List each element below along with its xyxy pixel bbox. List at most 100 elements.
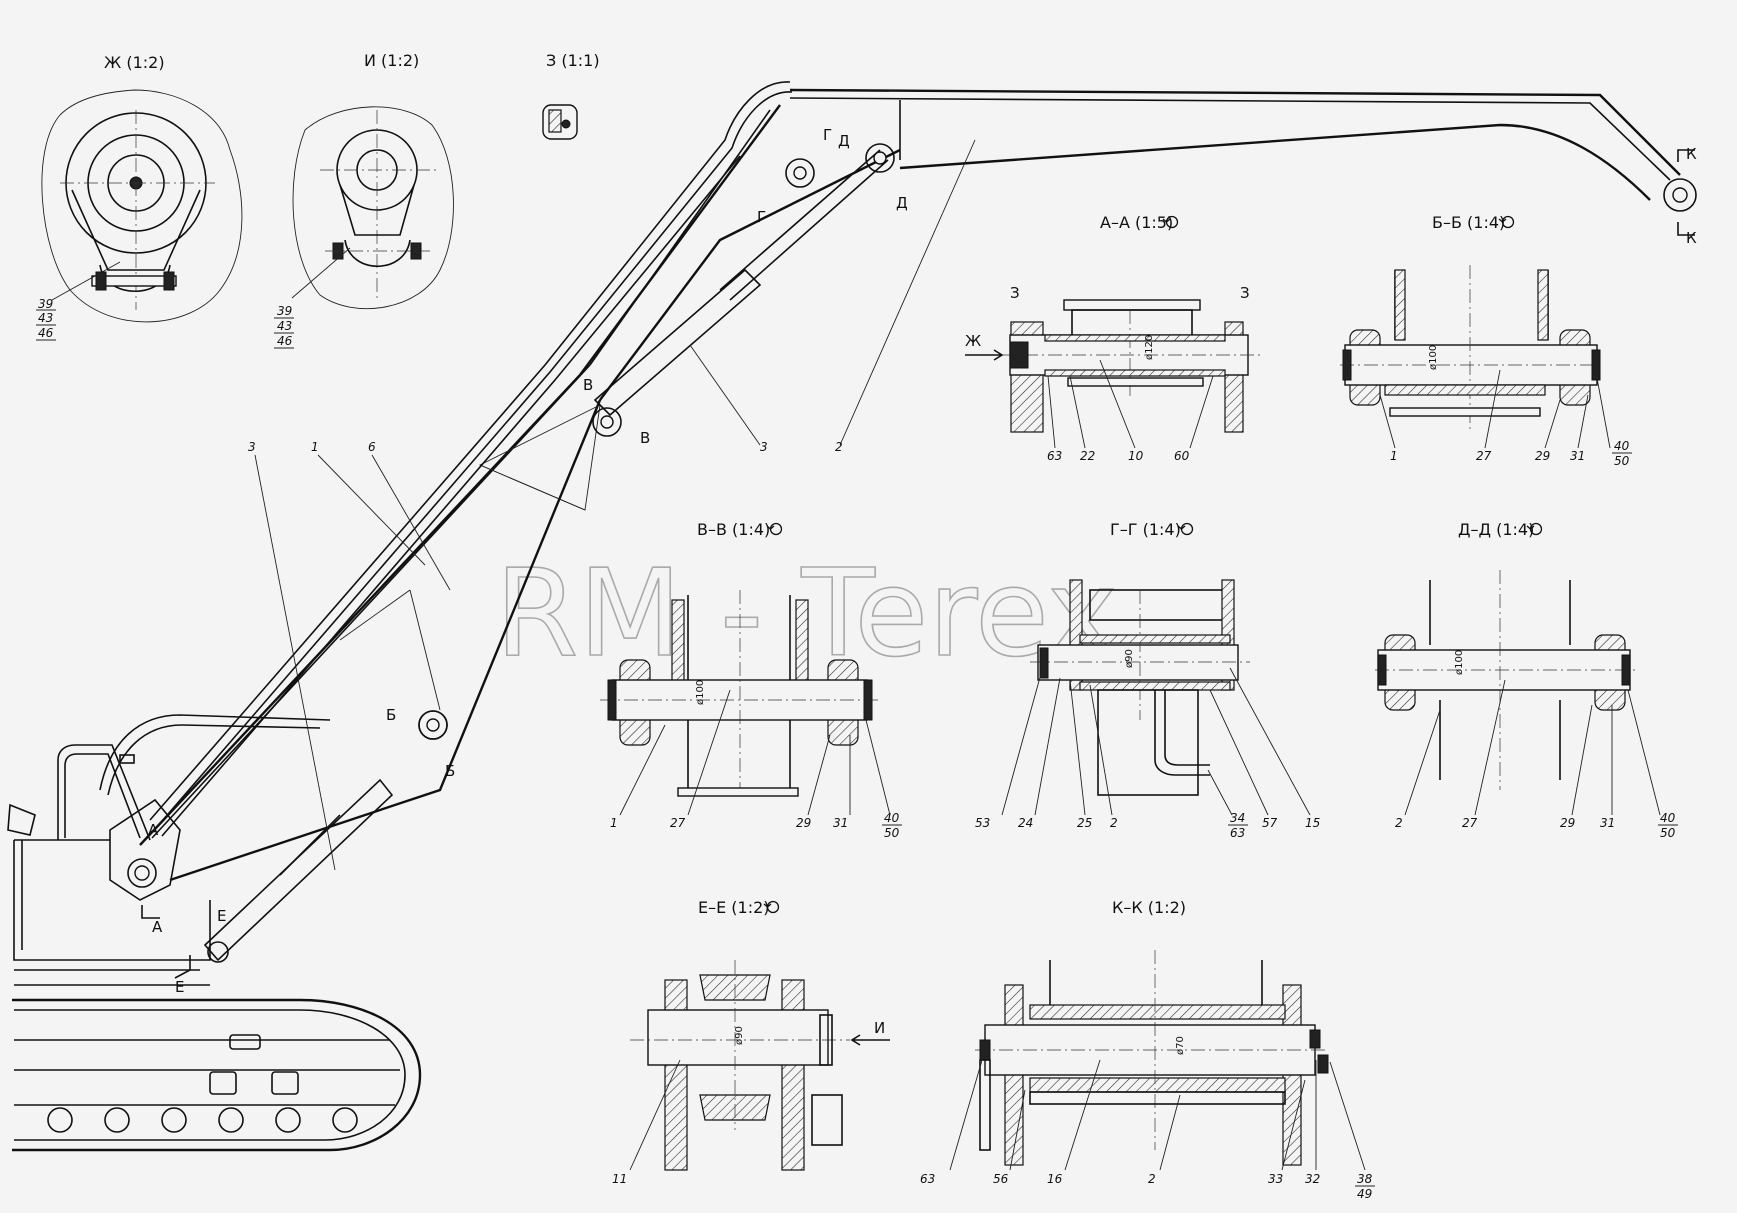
callout: 31	[1570, 449, 1585, 463]
callout: 11	[612, 1172, 627, 1186]
callout: 40	[1660, 811, 1676, 825]
callout: 27	[1462, 816, 1478, 830]
callout: 40	[884, 811, 900, 825]
callouts-vv: 1 27 29 31 40 50	[610, 811, 902, 840]
callout: 31	[1600, 816, 1615, 830]
callout: 16	[1047, 1172, 1063, 1186]
callout: 24	[1018, 816, 1033, 830]
callout: 33	[1268, 1172, 1283, 1186]
view-title-i: И (1:2)	[364, 51, 419, 70]
section-mark-e: Е	[175, 978, 184, 996]
callouts-i: 39 43 46	[274, 304, 294, 349]
view-title-vv: В–В (1:4)	[697, 520, 770, 539]
section-mark-v: В	[640, 429, 650, 447]
view-kk: К–К (1:2) ø70 63 56 16 2 33 32 38 49	[920, 898, 1375, 1201]
callout: 50	[884, 826, 900, 840]
dim-vv: ø100	[695, 680, 706, 705]
callout: 1	[311, 440, 319, 454]
callout: 10	[1128, 449, 1144, 463]
section-marks-main: А А Е Е Б Б В В Г Г Д Д К К	[141, 126, 1697, 996]
section-mark-zh: Ж	[965, 332, 981, 350]
section-mark-k: К	[1686, 145, 1697, 163]
section-mark-e: Е	[217, 907, 226, 925]
callout: 39	[38, 297, 53, 311]
section-mark-a: А	[152, 918, 163, 936]
section-mark-g: Г	[823, 126, 832, 144]
view-title-zh: Ж (1:2)	[104, 53, 165, 72]
callout: 31	[833, 816, 848, 830]
callout: 1	[610, 816, 618, 830]
callout: 43	[277, 319, 292, 333]
callout: 6	[368, 440, 376, 454]
callout: 43	[38, 311, 53, 325]
view-title-ee: Е–Е (1:2)	[698, 898, 770, 917]
section-mark-z: З	[1240, 284, 1250, 302]
dim-bb: ø100	[1428, 345, 1439, 370]
callout: 60	[1174, 449, 1190, 463]
view-bb: Б–Б (1:4) ø100 1 27 29 31 40 50	[1340, 213, 1632, 468]
view-title-dd: Д–Д (1:4)	[1458, 520, 1534, 539]
callout: 2	[835, 440, 843, 454]
callout: 38	[1357, 1172, 1373, 1186]
callout: 15	[1305, 816, 1320, 830]
callouts-dd: 2 27 29 31 40 50	[1395, 811, 1678, 840]
section-mark-g: Г	[757, 208, 766, 226]
view-title-z: З (1:1)	[546, 51, 600, 70]
callouts-kk: 63 56 16 2 33 32 38 49	[920, 1172, 1375, 1201]
callout: 63	[920, 1172, 935, 1186]
section-mark-d: Д	[896, 194, 908, 212]
section-mark-a: А	[148, 821, 159, 839]
view-title-gg: Г–Г (1:4)	[1110, 520, 1181, 539]
view-dd: Д–Д (1:4) ø100 2 27 29 31 40 50	[1375, 520, 1678, 840]
callout: 56	[993, 1172, 1009, 1186]
callout: 46	[277, 334, 293, 348]
callout: 1	[1390, 449, 1398, 463]
callout: 63	[1047, 449, 1062, 463]
view-title-aa: А–А (1:5)	[1100, 213, 1173, 232]
dim-ee: ø90	[734, 1026, 745, 1045]
section-mark-k: К	[1686, 229, 1697, 247]
callout: 50	[1614, 454, 1630, 468]
callout: 27	[670, 816, 686, 830]
callout: 34	[1230, 811, 1245, 825]
callouts-bb: 1 27 29 31 40 50	[1390, 439, 1632, 468]
callout: 22	[1080, 449, 1095, 463]
callout: 32	[1305, 1172, 1320, 1186]
view-i: И (1:2) 39 43 46	[274, 51, 454, 349]
callout: 2	[1110, 816, 1118, 830]
view-title-bb: Б–Б (1:4)	[1432, 213, 1505, 232]
callout: 40	[1614, 439, 1630, 453]
callouts-aa: 63 22 10 60	[1047, 449, 1190, 463]
callouts-ee: 11	[612, 1172, 627, 1186]
view-vv: В–В (1:4) ø100 1 27 29 31 40 50	[600, 520, 902, 840]
machine-side-view: 3 1 6 3 2 А А Е Е Б Б В В Г Г Д Д К К	[7, 81, 1697, 1152]
dim-aa: ø120	[1144, 335, 1155, 360]
section-mark-z: З	[1010, 284, 1020, 302]
section-mark-b: Б	[445, 762, 455, 780]
section-mark-b: Б	[386, 706, 396, 724]
section-mark-v: В	[583, 376, 593, 394]
callout: 29	[796, 816, 811, 830]
view-title-kk: К–К (1:2)	[1112, 898, 1186, 917]
callouts-gg: 53 24 25 2 34 63 57 15	[975, 811, 1320, 840]
dim-gg: ø90	[1124, 649, 1135, 668]
section-mark-i: И	[874, 1019, 885, 1037]
callout: 2	[1148, 1172, 1156, 1186]
callout: 2	[1395, 816, 1403, 830]
section-mark-d: Д	[838, 132, 850, 150]
callout: 57	[1262, 816, 1278, 830]
callout: 27	[1476, 449, 1492, 463]
view-z: З (1:1)	[542, 51, 600, 140]
callout: 29	[1560, 816, 1575, 830]
callout: 49	[1357, 1187, 1372, 1201]
callout: 29	[1535, 449, 1550, 463]
callout: 50	[1660, 826, 1676, 840]
callout: 63	[1230, 826, 1245, 840]
dim-kk: ø70	[1175, 1036, 1186, 1055]
callout: 3	[248, 440, 256, 454]
callouts-main: 3 1 6 3 2	[248, 440, 843, 454]
callouts-zh: 39 43 46	[36, 297, 56, 341]
view-ee: Е–Е (1:2) ø90 И 11	[612, 898, 890, 1186]
